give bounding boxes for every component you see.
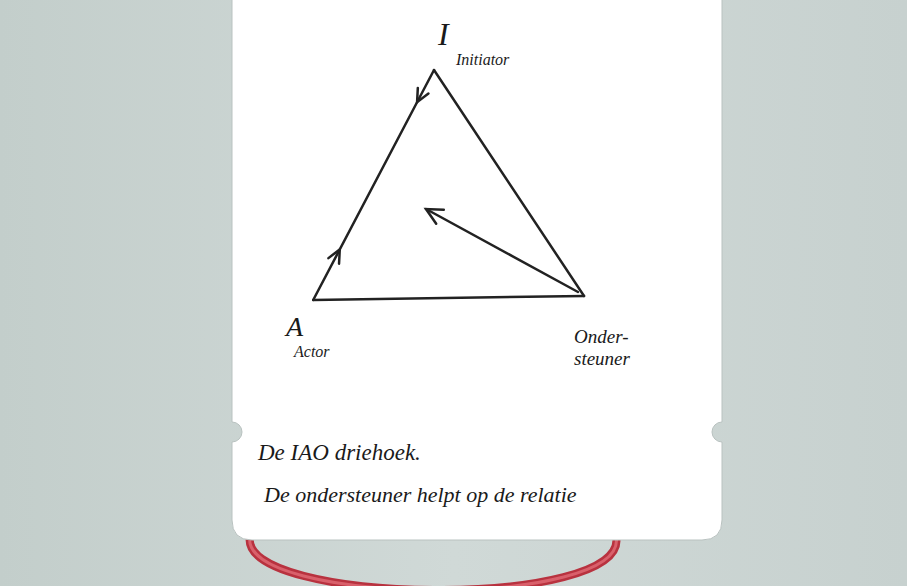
vertex-label: IInitiator (434, 18, 513, 70)
arrow-head (417, 88, 428, 102)
white-card (232, 0, 722, 540)
triangle-side (313, 296, 584, 300)
vertex-name: Initiator (456, 50, 509, 70)
vertex-label: Onder- steuner (566, 296, 648, 374)
vertex-letter: A (286, 312, 330, 342)
note-text: De ondersteuner helpt op de relatie (264, 482, 577, 508)
red-ring-shine (250, 536, 617, 586)
caption: De IAO driehoek. (258, 440, 421, 466)
vertex-name: Onder- steuner (574, 326, 644, 370)
side-line (434, 70, 584, 296)
red-ring (250, 536, 617, 586)
vertex-letter: I (438, 18, 509, 50)
vertex-label: AActor (280, 300, 334, 364)
triangle-side (434, 70, 584, 296)
side-line (313, 70, 434, 300)
triangle-side (313, 70, 434, 300)
vertex-name: Actor (294, 342, 330, 362)
side-line (313, 296, 584, 300)
arrow-head (328, 249, 339, 263)
support-arrow-head (426, 209, 444, 224)
